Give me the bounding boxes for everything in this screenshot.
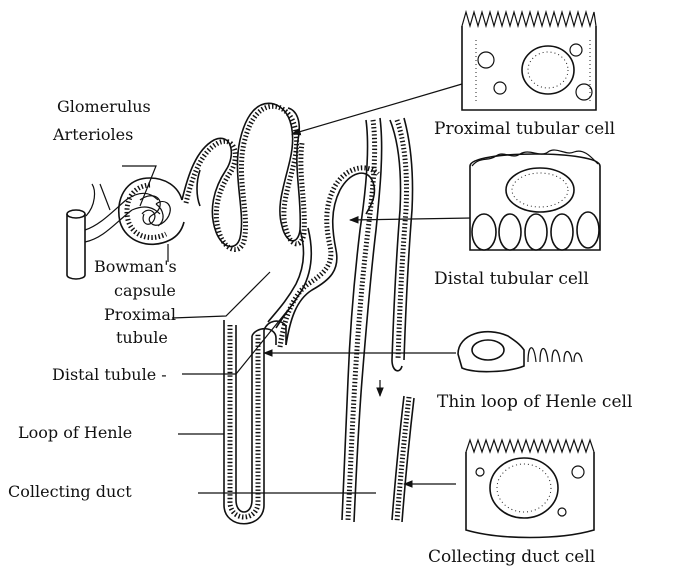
caption-distal-tubular-cell: Distal tubular cell xyxy=(434,270,589,288)
label-arterioles: Arterioles xyxy=(53,126,133,144)
proximal-tubule xyxy=(182,103,311,328)
caption-collecting-duct-cell: Collecting duct cell xyxy=(428,548,595,566)
label-proximal-tubule-line1: Proximal xyxy=(104,306,176,324)
label-collecting-duct: Collecting duct xyxy=(8,483,132,501)
artery-cylinder xyxy=(67,210,85,279)
label-glomerulus: Glomerulus xyxy=(57,98,151,116)
arterioles xyxy=(85,193,160,242)
label-distal-tubule: Distal tubule - xyxy=(52,366,167,384)
collecting-duct-cell-drawing xyxy=(466,440,594,538)
label-loop-of-henle: Loop of Henle xyxy=(18,424,132,442)
proximal-tubular-cell-drawing xyxy=(462,12,596,110)
thin-loop-cell-drawing xyxy=(458,332,582,372)
label-bowmans-capsule-line1: Bowman's xyxy=(94,258,177,276)
label-proximal-tubule-line2: tubule xyxy=(116,329,168,347)
caption-thin-loop-of-henle-cell: Thin loop of Henle cell xyxy=(437,393,632,411)
distal-tubular-cell-drawing xyxy=(470,150,600,250)
label-bowmans-capsule-line2: capsule xyxy=(114,282,176,300)
collecting-ducts xyxy=(342,118,414,522)
caption-proximal-tubular-cell: Proximal tubular cell xyxy=(434,120,615,138)
